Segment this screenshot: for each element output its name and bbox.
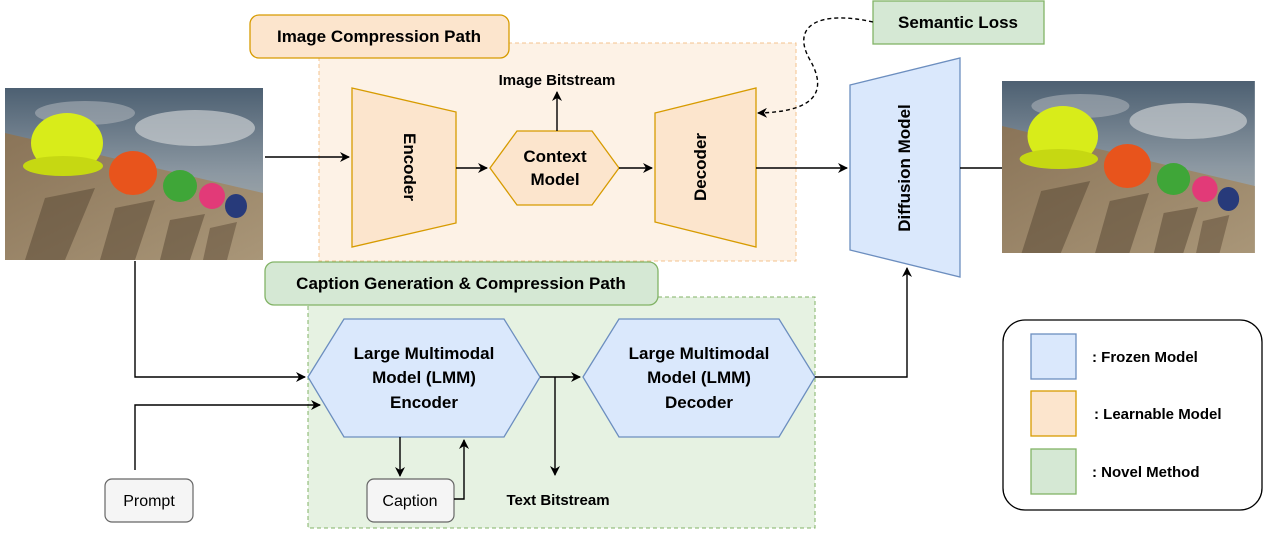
svg-text:Image Compression Path: Image Compression Path	[277, 27, 481, 46]
text-bitstream-label: Text Bitstream	[506, 492, 609, 509]
legend-novel-swatch	[1030, 448, 1077, 495]
diffusion-model-block: Diffusion Model	[849, 57, 961, 278]
svg-text:Prompt: Prompt	[123, 493, 175, 510]
svg-text:Context: Context	[523, 147, 587, 166]
legend-learnable-label: : Learnable Model	[1094, 406, 1222, 423]
output-image	[1002, 81, 1255, 253]
svg-text:Decoder: Decoder	[691, 133, 710, 201]
prompt-box: Prompt	[104, 478, 194, 523]
svg-text:Semantic Loss: Semantic Loss	[898, 13, 1018, 32]
svg-text:Caption: Caption	[382, 493, 437, 510]
svg-text:Caption Generation & Compressi: Caption Generation & Compression Path	[296, 274, 626, 293]
semantic-loss-arrow	[757, 17, 874, 118]
legend-frozen-label: : Frozen Model	[1092, 349, 1198, 366]
semantic-loss-box: Semantic Loss	[872, 0, 1045, 45]
connector-arrows	[134, 91, 1002, 500]
legend-learnable-swatch	[1030, 390, 1077, 437]
svg-text:Model (LMM): Model (LMM)	[372, 368, 476, 387]
image-bitstream-label: Image Bitstream	[499, 72, 616, 89]
svg-text:Large Multimodal: Large Multimodal	[354, 344, 495, 363]
svg-text:Model: Model	[530, 170, 579, 189]
legend-novel-label: : Novel Method	[1092, 464, 1200, 481]
lmm-decoder-block: Large Multimodal Model (LMM) Decoder	[582, 318, 816, 438]
decoder-block: Decoder	[654, 87, 757, 248]
image-compression-path-label: Image Compression Path	[249, 14, 510, 59]
caption-path-label: Caption Generation & Compression Path	[264, 261, 659, 306]
svg-text:Encoder: Encoder	[400, 133, 419, 201]
svg-text:Large Multimodal: Large Multimodal	[629, 344, 770, 363]
svg-text:Model (LMM): Model (LMM)	[647, 368, 751, 387]
svg-text:Decoder: Decoder	[665, 393, 733, 412]
input-image	[5, 88, 263, 260]
caption-box: Caption	[366, 478, 455, 523]
svg-text:Encoder: Encoder	[390, 393, 458, 412]
svg-text:Diffusion Model: Diffusion Model	[895, 104, 914, 231]
lmm-encoder-block: Large Multimodal Model (LMM) Encoder	[307, 318, 541, 438]
encoder-block: Encoder	[351, 87, 457, 248]
legend: : Frozen Model : Learnable Model : Novel…	[1002, 319, 1263, 511]
context-model-block: Context Model	[489, 130, 620, 206]
legend-frozen-swatch	[1030, 333, 1077, 380]
